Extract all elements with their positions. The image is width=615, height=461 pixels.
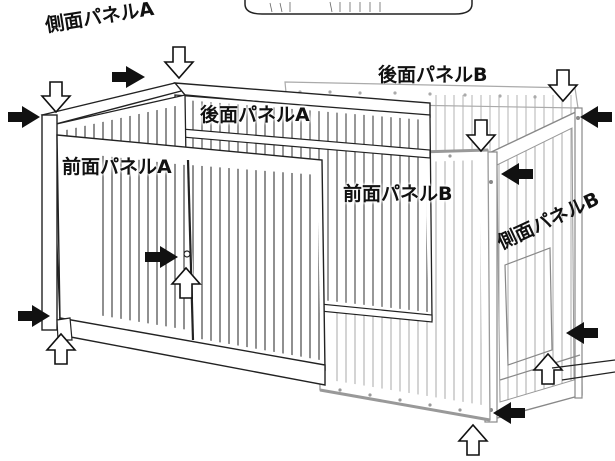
solid-arrows xyxy=(8,66,612,424)
arrow-right-filled-icon xyxy=(8,106,40,128)
arrow-down-outline-icon xyxy=(547,69,579,103)
arrow-left-filled-icon xyxy=(493,402,525,424)
arrow-up-outline-icon xyxy=(45,332,77,365)
arrow-left-filled-icon xyxy=(501,163,533,185)
arrow-up-outline-icon xyxy=(457,423,489,456)
arrow-down-outline-icon xyxy=(163,46,195,80)
arrow-right-filled-icon xyxy=(145,246,178,268)
side-panel-b xyxy=(484,107,583,423)
front-panel-b-label: 前面パネルB xyxy=(343,183,453,205)
back-panel-a-label: 後面パネルA xyxy=(200,104,310,126)
arrow-down-outline-icon xyxy=(40,81,72,114)
outline-arrows xyxy=(40,46,579,456)
arrow-up-outline-icon xyxy=(532,352,564,385)
callout-box xyxy=(244,0,473,15)
arrow-up-outline-icon xyxy=(170,266,202,299)
front-panel-a xyxy=(56,134,326,386)
arrow-left-filled-icon xyxy=(580,106,612,128)
arrow-left-filled-icon xyxy=(566,322,598,344)
arrow-right-filled-icon xyxy=(18,305,50,327)
arrow-down-outline-icon xyxy=(465,119,497,153)
arrow-right-filled-icon xyxy=(112,66,145,88)
back-panel-b-label: 後面パネルB xyxy=(378,64,488,86)
front-panel-a-label: 前面パネルA xyxy=(62,156,172,178)
leader-lines xyxy=(551,359,615,381)
